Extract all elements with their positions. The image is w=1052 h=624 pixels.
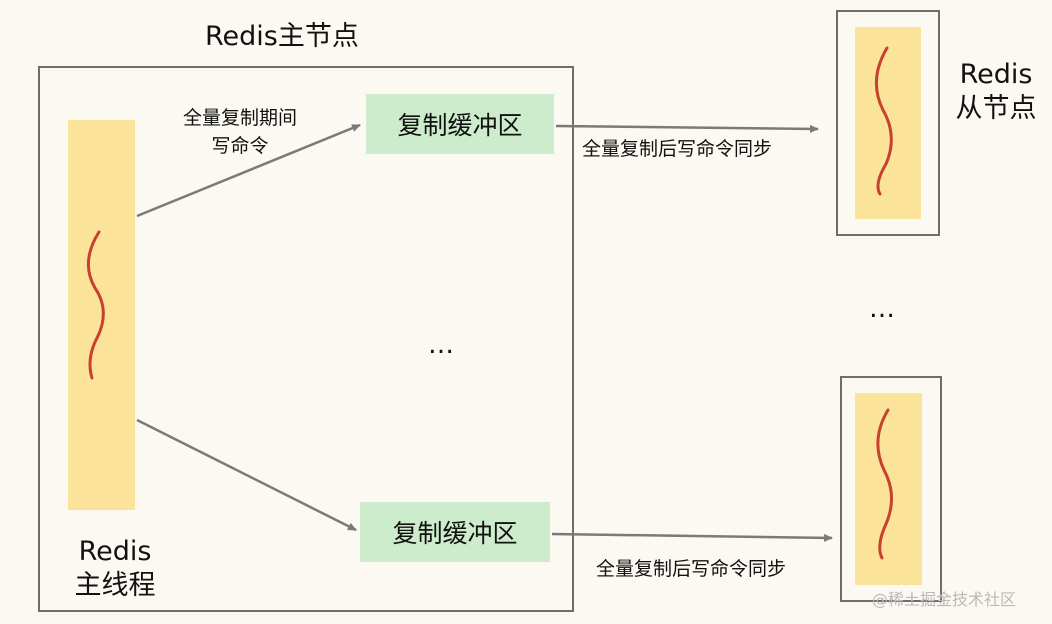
replication-buffer-bottom: 复制缓冲区 (360, 502, 550, 562)
replica-node-label: Redis 从节点 (946, 58, 1046, 126)
arrow-thread-to-buffer-top (136, 123, 361, 218)
master-node-title: Redis主节点 (205, 21, 359, 52)
replica-bottom-squiggle (876, 408, 893, 560)
arrow-buffer-to-replica-bottom (551, 532, 833, 542)
main-thread-squiggle (87, 230, 105, 380)
replica-thread-bottom (855, 393, 922, 585)
replica-node-label-line1: Redis (959, 59, 1033, 90)
sync-label-bottom: 全量复制后写命令同步 (596, 558, 787, 580)
write-period-label-line1: 全量复制期间 (182, 107, 297, 129)
main-thread-label-line1: Redis (78, 536, 152, 567)
arrow-thread-to-buffer-bottom (136, 418, 357, 532)
watermark: @稀土掘金技术社区 (872, 590, 1017, 609)
replica-ellipsis: … (869, 294, 897, 324)
replica-node-bottom-frame (840, 376, 942, 602)
sync-label-top: 全量复制后写命令同步 (582, 138, 773, 160)
replica-top-squiggle (874, 46, 893, 196)
write-period-label: 全量复制期间 写命令 (160, 104, 320, 160)
write-period-label-line2: 写命令 (211, 135, 269, 157)
replica-node-label-line2: 从节点 (955, 93, 1037, 124)
buffer-ellipsis: … (428, 330, 456, 360)
main-thread-label-line2: 主线程 (74, 570, 156, 601)
arrow-buffer-to-replica-top (555, 124, 819, 133)
replication-buffer-top: 复制缓冲区 (366, 94, 554, 154)
replica-node-top-frame (836, 10, 940, 236)
main-thread-bar (68, 120, 135, 510)
main-thread-label: Redis 主线程 (60, 535, 170, 603)
master-node-frame (38, 66, 574, 612)
